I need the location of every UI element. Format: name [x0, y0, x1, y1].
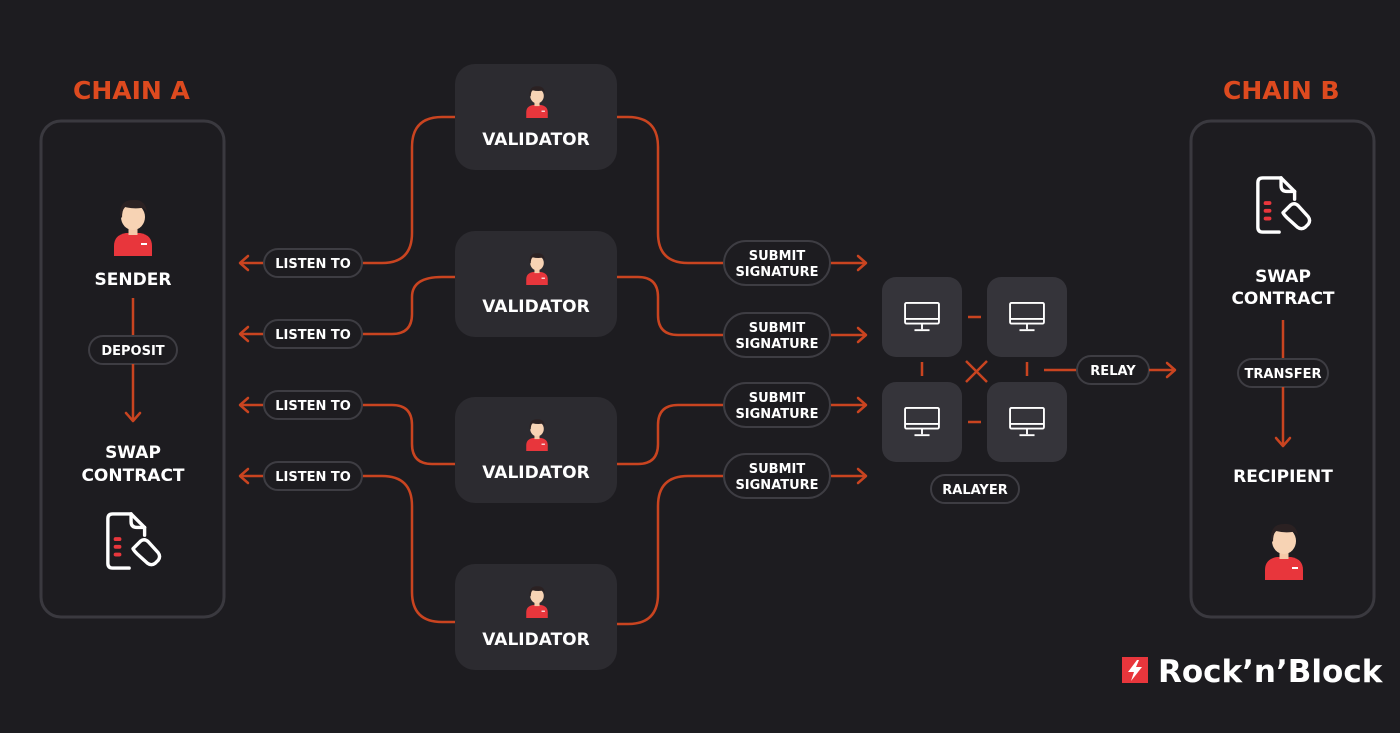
transfer-pill: TRANSFER: [1237, 358, 1329, 388]
validator-label: VALIDATOR: [482, 297, 589, 317]
relayer-node-1: [882, 277, 962, 357]
submit-label-line1: SUBMIT: [749, 462, 806, 477]
submit-label-line1: SUBMIT: [749, 391, 806, 406]
submit-label-line1: SUBMIT: [749, 249, 806, 264]
listen-label: LISTEN TO: [275, 257, 351, 272]
listen-pill-1: LISTEN TO: [263, 248, 363, 278]
chain-b-box: [1189, 119, 1376, 619]
brand-name: Rock’n’Block: [1158, 654, 1384, 690]
chain-a-contract-icon: [105, 511, 162, 571]
brand-logo: Rock’n’Block: [1122, 654, 1384, 690]
connector-v1-listen: [362, 115, 455, 265]
listen-label: LISTEN TO: [275, 328, 351, 343]
validator-card-3: VALIDATOR: [455, 397, 617, 503]
submit-pill-3: SUBMIT SIGNATURE: [723, 382, 831, 428]
listen-pill-2: LISTEN TO: [263, 319, 363, 349]
relay-arrow-icon: [1165, 361, 1177, 379]
listen-pill-4: LISTEN TO: [263, 461, 363, 491]
chain-b-swap-line1: SWAP: [1255, 267, 1311, 287]
submit-label-line2: SIGNATURE: [735, 265, 818, 280]
connector-v2-listen: [362, 275, 455, 336]
connector-v3-listen: [362, 403, 455, 466]
validator-label: VALIDATOR: [482, 463, 589, 483]
chain-b-title: CHAIN B: [1223, 76, 1340, 105]
submit-label-line1: SUBMIT: [749, 321, 806, 336]
submit-pill-1: SUBMIT SIGNATURE: [723, 240, 831, 286]
chain-a-title: CHAIN A: [73, 76, 191, 105]
listen-label: LISTEN TO: [275, 399, 351, 414]
submit-pill-4: SUBMIT SIGNATURE: [723, 453, 831, 499]
listen-label: LISTEN TO: [275, 470, 351, 485]
recipient-label: RECIPIENT: [1233, 467, 1333, 487]
chain-a-box: [39, 119, 226, 619]
listen-pill-3: LISTEN TO: [263, 390, 363, 420]
submit-pill-2: SUBMIT SIGNATURE: [723, 312, 831, 358]
relayer-node-3: [882, 382, 962, 462]
submit-label-line2: SIGNATURE: [735, 478, 818, 493]
submit-arrows: [830, 254, 868, 485]
deposit-arrow-icon: [124, 411, 142, 423]
validator-card-1: VALIDATOR: [455, 64, 617, 170]
chain-b-contract-icon: [1255, 175, 1312, 235]
relayer-node-2: [987, 277, 1067, 357]
connector-v1-submit: [617, 115, 724, 265]
relayer-node-4: [987, 382, 1067, 462]
recipient-avatar-icon: [1265, 523, 1303, 580]
chain-a-swap-line1: SWAP: [105, 443, 161, 463]
connector-v3-submit: [617, 403, 724, 466]
relay-pill: RELAY: [1076, 355, 1150, 385]
connector-v4-submit: [617, 474, 724, 626]
transfer-label: TRANSFER: [1245, 367, 1322, 382]
validator-label: VALIDATOR: [482, 130, 589, 150]
validator-label: VALIDATOR: [482, 630, 589, 650]
relayer-cluster: [882, 277, 1067, 462]
submit-label-line2: SIGNATURE: [735, 407, 818, 422]
sender-label: SENDER: [95, 270, 172, 290]
relayer-label: RALAYER: [942, 483, 1007, 498]
connector-v2-submit: [617, 275, 724, 337]
deposit-pill: DEPOSIT: [88, 335, 178, 365]
listen-arrows: [238, 254, 264, 485]
sender-avatar-icon: [114, 199, 152, 256]
validator-card-2: VALIDATOR: [455, 231, 617, 337]
submit-label-line2: SIGNATURE: [735, 337, 818, 352]
connector-v4-listen: [362, 474, 455, 624]
relayer-pill: RALAYER: [930, 474, 1020, 504]
deposit-label: DEPOSIT: [101, 344, 164, 359]
transfer-arrow-icon: [1274, 436, 1292, 448]
chain-b-swap-line2: CONTRACT: [1231, 289, 1334, 309]
validator-card-4: VALIDATOR: [455, 564, 617, 670]
chain-a-swap-line2: CONTRACT: [81, 466, 184, 486]
relay-label: RELAY: [1090, 364, 1136, 379]
